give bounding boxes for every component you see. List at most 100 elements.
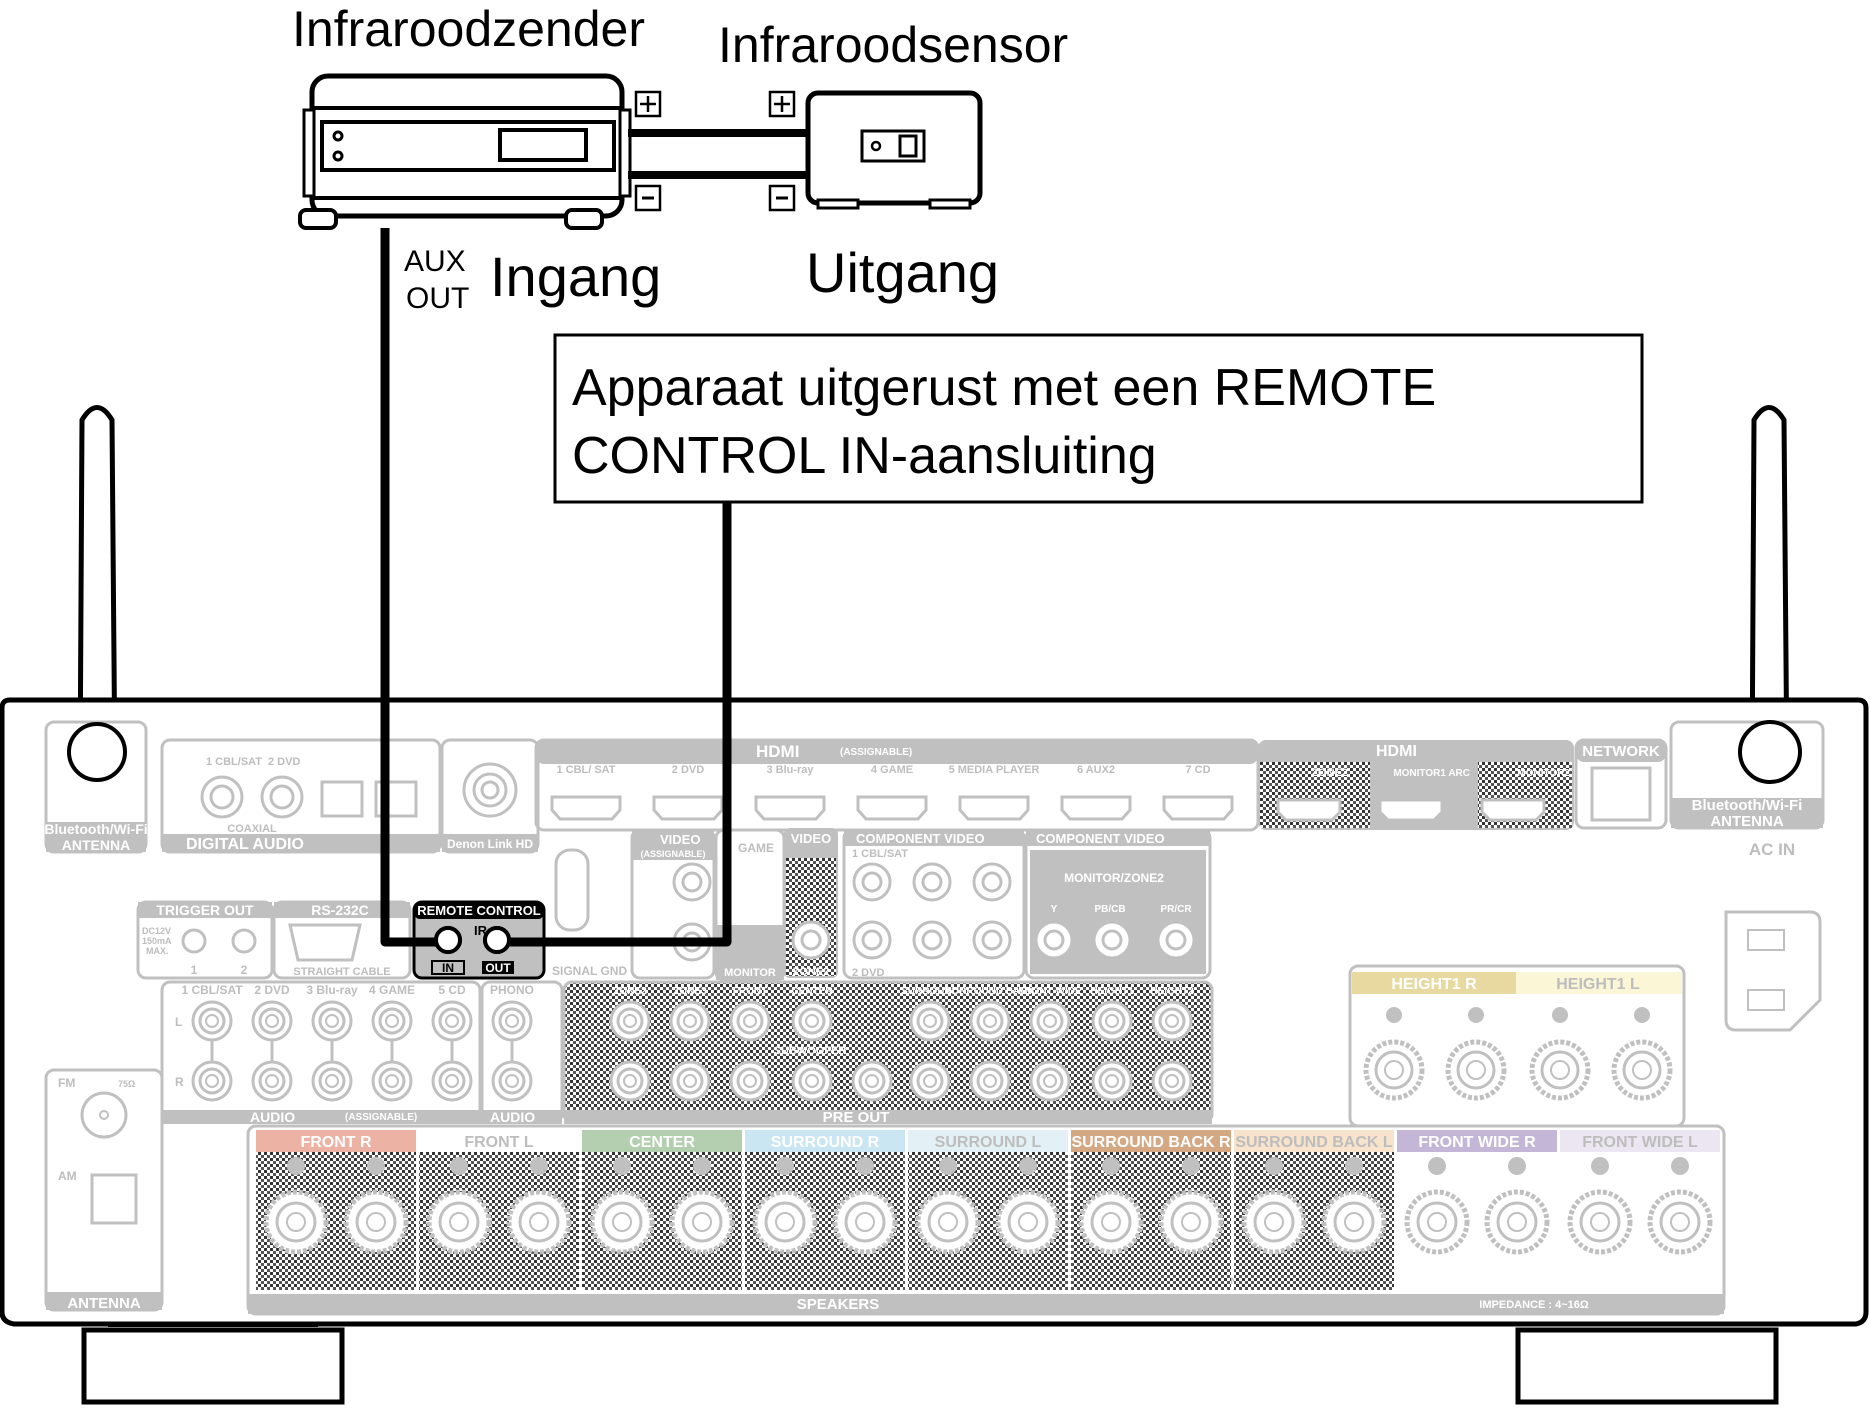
svg-text:PRE OUT: PRE OUT [823, 1109, 890, 1126]
audio-in-panel: AUDIO (ASSIGNABLE) PHONO AUDIO L R [160, 980, 564, 1125]
speaker-terminal[interactable] [669, 1157, 735, 1255]
svg-text:Bluetooth/Wi-Fi: Bluetooth/Wi-Fi [44, 821, 147, 837]
speaker-channel-band [419, 1130, 579, 1152]
height-speaker-terminal[interactable] [1445, 1007, 1507, 1101]
audio-in-jack-r[interactable] [251, 1060, 293, 1102]
pre-out-jack[interactable] [909, 1060, 951, 1102]
speaker-terminal[interactable] [589, 1157, 655, 1255]
speaker-terminal[interactable] [915, 1157, 981, 1255]
pre-out-jack[interactable] [669, 1060, 711, 1102]
audio-in-jack-l[interactable] [311, 1000, 353, 1042]
svg-text:ZONE2: ZONE2 [1311, 767, 1348, 779]
pre-out-jack[interactable] [729, 1000, 771, 1042]
speaker-terminal[interactable] [832, 1157, 898, 1255]
speaker-terminal[interactable] [1647, 1157, 1713, 1255]
antenna-panel: ANTENNA FM 75Ω AM [44, 1068, 164, 1312]
pre-out-jack[interactable] [1029, 1060, 1071, 1102]
pre-out-label: FRONT WIDE [1018, 986, 1082, 997]
pre-out-jack[interactable] [609, 1000, 651, 1042]
speaker-terminal[interactable] [752, 1157, 818, 1255]
pre-out-jack[interactable] [1029, 1000, 1071, 1042]
speaker-terminal[interactable] [1404, 1157, 1470, 1255]
speaker-channel-band [1071, 1130, 1231, 1152]
svg-text:SPEAKERS: SPEAKERS [797, 1296, 880, 1313]
pre-out-jack-center[interactable] [791, 1000, 833, 1042]
speaker-channel: SURROUND L [908, 1130, 1068, 1290]
phono-jack-l[interactable] [491, 1000, 533, 1042]
speaker-terminal[interactable] [1241, 1157, 1307, 1255]
pre-out-jack[interactable] [969, 1000, 1011, 1042]
pre-out-label: FRONT [733, 986, 767, 997]
speaker-channel-label: FRONT WIDE R [1418, 1134, 1536, 1151]
speaker-terminal[interactable] [1078, 1157, 1144, 1255]
audio-in-jack-r[interactable] [371, 1060, 413, 1102]
speaker-terminal[interactable] [1158, 1157, 1224, 1255]
hdmi-in-port[interactable] [754, 795, 826, 821]
bt-antenna-panel-right: Bluetooth/Wi-Fi ANTENNA [1669, 720, 1825, 830]
subwoofer-jack-1[interactable] [791, 1060, 833, 1102]
hdmi-in-port[interactable] [856, 795, 928, 821]
hdmi-in-port-label: 4 GAME [871, 764, 913, 776]
speaker-channel-band [256, 1130, 416, 1152]
speaker-terminal[interactable] [343, 1157, 409, 1255]
svg-text:HEIGHT1 L: HEIGHT1 L [1556, 976, 1640, 993]
audio-in-jack-r[interactable] [311, 1060, 353, 1102]
hdmi-in-port[interactable] [958, 795, 1030, 821]
speaker-channel-label: SURROUND BACK L [1235, 1134, 1393, 1151]
height-speaker-terminal[interactable] [1529, 1007, 1591, 1101]
speaker-terminal[interactable] [506, 1157, 572, 1255]
hdmi-in-port-label: 1 CBL/ SAT [556, 764, 615, 776]
audio-in-jack-r[interactable] [431, 1060, 473, 1102]
hdmi-in-port-label: 6 AUX2 [1077, 764, 1115, 776]
hdmi-in-port[interactable] [1162, 795, 1234, 821]
audio-in-jack-l[interactable] [191, 1000, 233, 1042]
svg-text:150mA: 150mA [142, 936, 172, 946]
speaker-terminal[interactable] [1484, 1157, 1550, 1255]
speaker-channel-label: FRONT L [464, 1134, 534, 1151]
speaker-terminal[interactable] [426, 1157, 492, 1255]
remote-control-title: REMOTE CONTROL [417, 903, 541, 918]
height-speaker-terminal[interactable] [1611, 1007, 1673, 1101]
speaker-channel-band [1234, 1130, 1394, 1152]
audio-in-label: 5 CD [438, 983, 466, 997]
video-out-panel: VIDEO ZONE2 [784, 828, 838, 978]
speaker-channel-label: SURROUND R [771, 1134, 880, 1151]
speaker-channel: FRONT WIDE L [1560, 1130, 1720, 1255]
pre-out-jack[interactable] [1151, 1060, 1193, 1102]
audio-in-jack-l[interactable] [431, 1000, 473, 1042]
pre-out-jack[interactable] [1091, 1000, 1133, 1042]
svg-text:TRIGGER OUT: TRIGGER OUT [156, 902, 254, 918]
speaker-terminal[interactable] [995, 1157, 1061, 1255]
subwoofer-jack-2[interactable] [851, 1060, 893, 1102]
pre-out-label: ZONE3 [673, 986, 707, 997]
svg-text:DC12V: DC12V [142, 926, 171, 936]
svg-text:Bluetooth/Wi-Fi: Bluetooth/Wi-Fi [1692, 797, 1803, 814]
signal-gnd: SIGNAL GND [552, 848, 627, 978]
hdmi-in-port[interactable] [1060, 795, 1132, 821]
pre-out-jack[interactable] [609, 1060, 651, 1102]
audio-in-jack-l[interactable] [251, 1000, 293, 1042]
svg-text:SIGNAL GND: SIGNAL GND [552, 964, 627, 978]
speaker-terminal[interactable] [1567, 1157, 1633, 1255]
audio-in-jack-l[interactable] [371, 1000, 413, 1042]
phono-jack-r[interactable] [491, 1060, 533, 1102]
svg-text:PB/CB: PB/CB [1094, 904, 1125, 915]
speaker-terminal[interactable] [263, 1157, 329, 1255]
pre-out-label: ZONE2 [613, 986, 647, 997]
pre-out-jack[interactable] [1091, 1060, 1133, 1102]
height1-l-band [1516, 972, 1682, 994]
pre-out-jack[interactable] [729, 1060, 771, 1102]
height-speaker-terminal[interactable] [1363, 1007, 1425, 1101]
speaker-terminal[interactable] [1321, 1157, 1387, 1255]
pre-out-jack[interactable] [909, 1000, 951, 1042]
hdmi-in-port[interactable] [652, 795, 724, 821]
pre-out-jack[interactable] [1151, 1000, 1193, 1042]
pre-out-jack[interactable] [669, 1000, 711, 1042]
svg-text:COMPONENT VIDEO: COMPONENT VIDEO [856, 831, 985, 846]
ac-in-socket[interactable] [1724, 910, 1822, 1032]
pre-out-jack[interactable] [969, 1060, 1011, 1102]
foot-left [81, 1323, 345, 1405]
hdmi-in-port[interactable] [550, 795, 622, 821]
audio-in-jack-r[interactable] [191, 1060, 233, 1102]
svg-text:NETWORK: NETWORK [1582, 743, 1660, 760]
